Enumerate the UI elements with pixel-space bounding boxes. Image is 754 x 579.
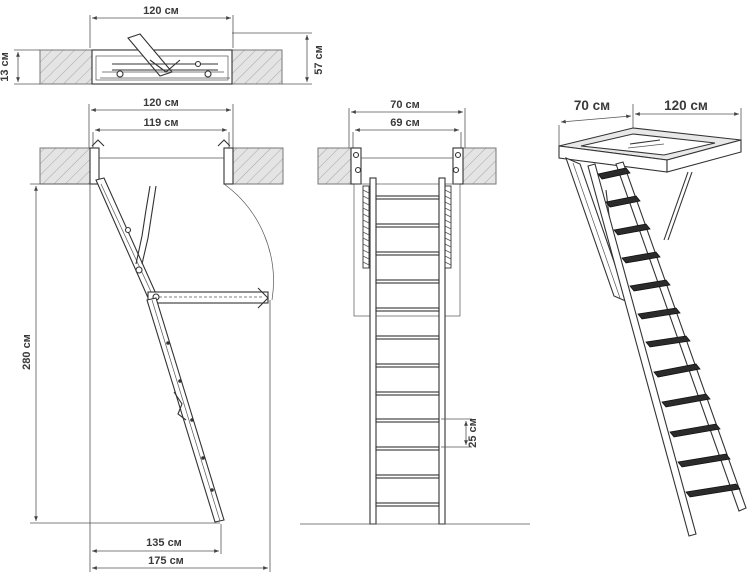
hatch-frame-inner (95, 55, 229, 81)
dim-iso-length: 120 см (664, 98, 708, 113)
dim-top-height-right: 57 см (313, 45, 325, 75)
iso-frame-opening (580, 133, 716, 156)
iso-stringer-left (587, 163, 697, 537)
dim-front-inner: 69 см (390, 117, 420, 129)
ceiling-left (39, 49, 93, 85)
swing-arc (223, 183, 274, 301)
dim-side-base-inner: 135 см (146, 537, 182, 549)
dim-side-height: 280 см (21, 334, 33, 370)
iso-view: 70 см 120 см (558, 98, 747, 537)
side-ceiling-left (39, 147, 91, 185)
front-ceiling-left (317, 147, 352, 185)
frame-right (223, 147, 234, 185)
spring-left (362, 185, 370, 269)
dim-side-outer: 120 см (143, 97, 179, 109)
ceiling-right (231, 49, 283, 85)
top-view: 120 см 57 см 13 см (0, 5, 325, 85)
front-stringer-left (369, 177, 377, 525)
section-joint (173, 391, 187, 421)
side-ceiling-right (232, 147, 284, 185)
iso-arm (663, 171, 689, 241)
dim-iso-width: 70 см (574, 98, 610, 113)
hinge-arm (135, 185, 151, 265)
dim-top-width: 120 см (143, 5, 179, 17)
frame-left (89, 147, 100, 185)
front-view: 70 см 69 см (300, 99, 530, 525)
iso-rungs (597, 167, 741, 498)
dim-front-outer: 70 см (390, 99, 420, 111)
dim-side-inner: 119 см (143, 117, 178, 129)
front-hatch-lid (353, 183, 461, 317)
side-view: 120 см 119 см (21, 97, 284, 572)
iso-frame-side (666, 139, 742, 173)
front-ceiling-right (462, 147, 497, 185)
front-rungs (375, 195, 440, 507)
dim-side-base-outer: 175 см (148, 555, 184, 567)
hatch-lid (147, 291, 269, 304)
dim-front-pitch: 25 см (467, 418, 479, 448)
front-stringer-right (438, 177, 446, 525)
dim-top-height-left: 13 см (0, 52, 11, 82)
